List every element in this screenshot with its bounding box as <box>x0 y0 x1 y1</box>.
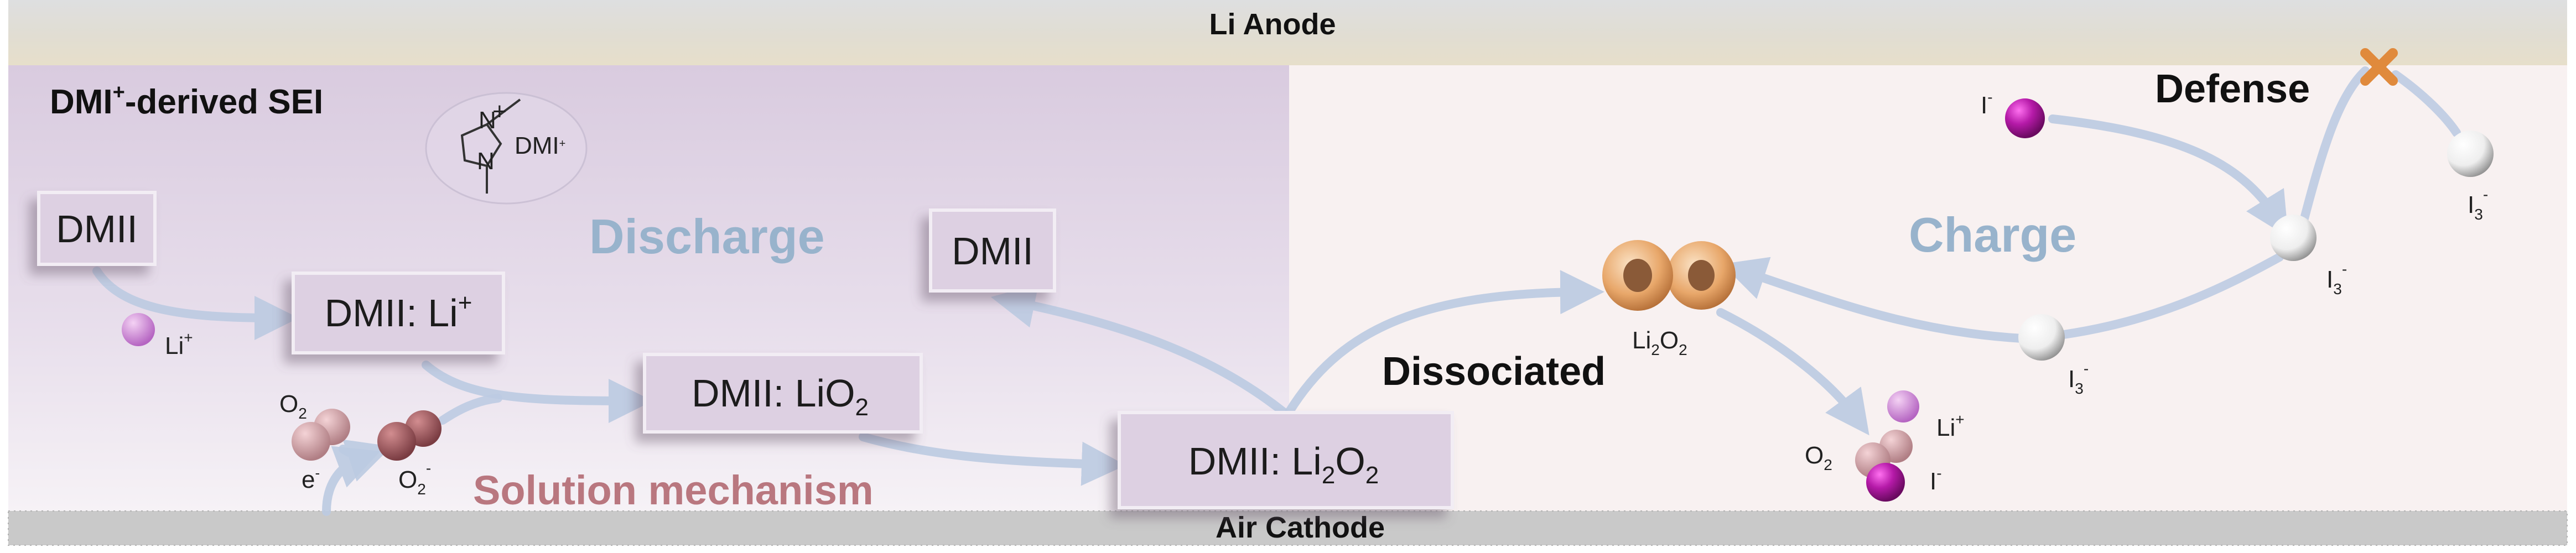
svg-text:N: N <box>479 107 496 134</box>
arrow-anode-to-i3 <box>2391 70 2461 137</box>
electron-label: e- <box>302 465 320 493</box>
dissociated-label: Dissociated <box>1382 349 1606 394</box>
svg-text:+: + <box>492 98 507 125</box>
triiodide-label-lower: I3- <box>2068 360 2089 397</box>
li-ion-ball-product <box>1887 390 1919 422</box>
svg-text:DMII: Li2O2: DMII: Li2O2 <box>1188 440 1379 489</box>
svg-text:DMII: Li+: DMII: Li+ <box>325 289 472 335</box>
anode-band <box>8 0 2567 66</box>
cathode-texture <box>8 510 2568 546</box>
iodide-label-product: I- <box>1930 465 1942 495</box>
superoxide-molecule <box>377 410 442 461</box>
arrow-dmii-to-dmii-li <box>92 267 299 340</box>
box-dmii-li: DMII: Li+ <box>292 272 505 354</box>
box-dmii-lio2: DMII: LiO2 <box>643 353 923 434</box>
triiodide-ball-lower <box>2018 314 2065 361</box>
arrow-iodide-to-i3 <box>2048 114 2289 237</box>
li2o2-label: Li2O2 <box>1632 327 1687 358</box>
o2-molecule <box>292 409 350 461</box>
cathode-band <box>8 511 2567 545</box>
li-ion-label-product: Li+ <box>1936 411 1965 441</box>
arrow-i3-to-anode <box>2300 66 2370 223</box>
arrow-to-dmii-regenerated <box>990 284 1288 416</box>
charge-region <box>1289 65 2567 512</box>
arrow-i3-to-li2o2 <box>1722 257 2027 343</box>
svg-text:DMII: DMII <box>56 207 138 251</box>
arrow-o2-to-lio2 <box>438 394 502 425</box>
iodide-ball-product <box>1866 463 1905 502</box>
triiodide-label-middle: I3- <box>2326 260 2347 298</box>
arrow-lio2-to-li2o2 <box>859 432 1126 486</box>
discharge-region <box>8 65 1289 512</box>
triiodide-ball-middle <box>2270 215 2317 261</box>
anode-label: Li Anode <box>1209 8 1336 41</box>
svg-text:DMII: DMII <box>952 229 1033 273</box>
discharge-label: Discharge <box>589 209 825 264</box>
superoxide-label: O2- <box>398 460 431 498</box>
arrow-li2o2-decomposition <box>1716 308 1869 436</box>
o2-label: O2 <box>279 390 307 422</box>
box-dmii-initial: DMII <box>37 191 157 266</box>
box-dmii-li2o2: DMII: Li2O2 <box>1118 411 1454 509</box>
svg-text:N: N <box>477 148 495 175</box>
li-ion-ball <box>122 313 155 346</box>
solution-mechanism-label: Solution mechanism <box>473 467 874 513</box>
box-dmii-regenerated: DMII <box>929 208 1056 293</box>
iodide-label-top: I- <box>1981 88 1993 119</box>
defense-label: Defense <box>2155 67 2310 111</box>
arrow-o2-reduction <box>339 439 392 482</box>
arrow-dmii-li-to-lio2 <box>422 361 653 423</box>
triiodide-ball-right <box>2447 131 2494 177</box>
charge-label: Charge <box>1909 207 2076 262</box>
arrow-i3-lower-to-mid <box>2059 253 2284 339</box>
sei-title: DMI+-derived SEI <box>50 81 323 121</box>
svg-text:DMII: LiO2: DMII: LiO2 <box>692 372 869 421</box>
svg-text:DMI+: DMI+ <box>515 132 565 159</box>
li-ion-label: Li+ <box>165 329 193 359</box>
blocked-x-icon <box>2360 48 2398 86</box>
triiodide-label-right: I3- <box>2468 186 2488 223</box>
iodide-ball-top <box>2005 98 2045 138</box>
o2-label-product: O2 <box>1805 442 1832 473</box>
dmi-cation-structure: N + N DMI+ <box>425 92 588 205</box>
arrow-to-li2o2-ring <box>1285 270 1604 416</box>
li2o2-toroid-icon <box>1602 240 1736 311</box>
cathode-label: Air Cathode <box>1216 511 1385 544</box>
